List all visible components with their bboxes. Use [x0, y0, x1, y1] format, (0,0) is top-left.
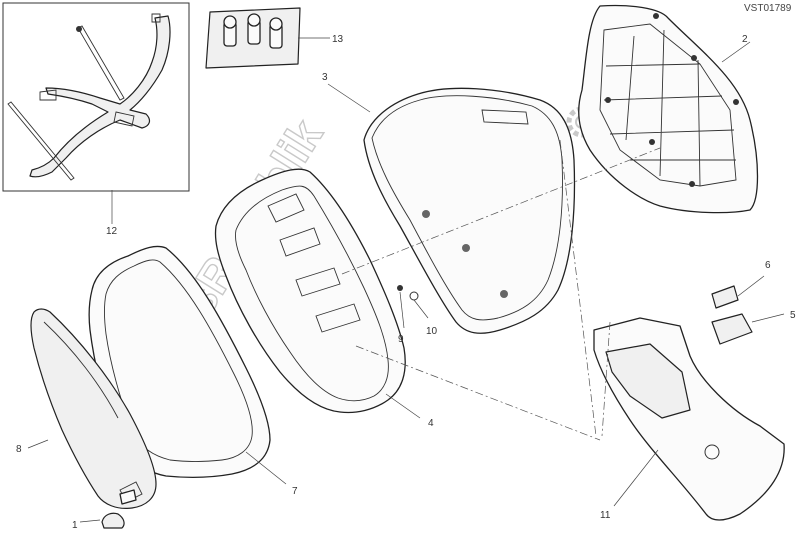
callout-6: 6 [765, 260, 771, 271]
callout-8: 8 [16, 444, 22, 455]
callout-13: 13 [332, 34, 344, 45]
callout-1: 1 [72, 520, 78, 531]
callout-11: 11 [600, 510, 611, 521]
latch-small [711, 285, 739, 309]
latch-cover [711, 313, 753, 345]
case-frame [214, 168, 406, 414]
diagram-code: VST01789 [744, 3, 792, 14]
callout-12: 12 [106, 226, 118, 237]
small-parts-bag [205, 7, 301, 69]
knob [101, 512, 125, 529]
callout-2: 2 [742, 34, 748, 45]
leader-lines [27, 37, 785, 523]
assembly-axis [341, 139, 661, 441]
callout-4: 4 [428, 418, 434, 429]
callout-9: 9 [398, 334, 404, 345]
callout-5: 5 [790, 310, 796, 321]
inner-lining [593, 317, 785, 521]
case-shell [363, 87, 576, 334]
callout-10: 10 [426, 326, 438, 337]
washer [409, 291, 419, 301]
strap-kit-box [2, 2, 190, 192]
front-panel [30, 308, 157, 509]
callout-3: 3 [322, 72, 328, 83]
callout-7: 7 [292, 486, 298, 497]
screw [397, 285, 403, 291]
lid-liner [578, 4, 759, 214]
